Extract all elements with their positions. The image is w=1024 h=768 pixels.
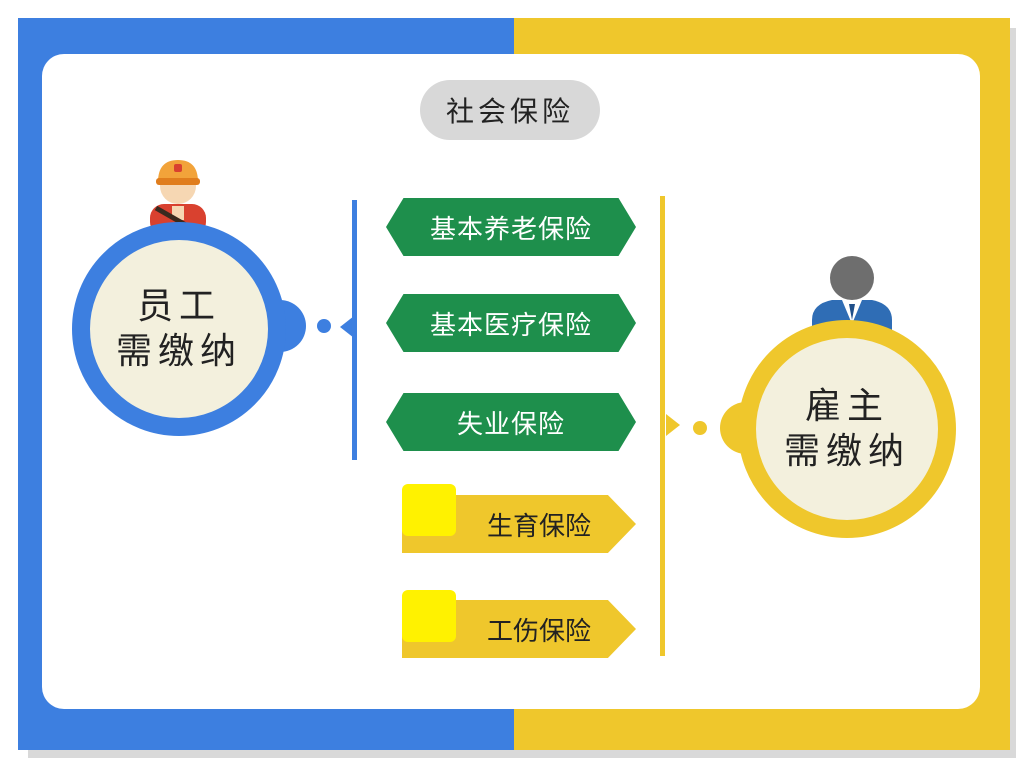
left-arrow-icon [340, 316, 354, 338]
employer-line2: 需缴纳 [783, 431, 910, 472]
employee-bracket-line [352, 200, 357, 460]
employer-line1: 雇主 [804, 386, 889, 427]
insurance-tag-pension: 基本养老保险 [386, 198, 636, 256]
employee-circle: 员工 需缴纳 [72, 222, 286, 436]
employee-connector-dot [317, 319, 331, 333]
employer-bracket-line [660, 196, 665, 656]
employer-circle: 雇主 需缴纳 [738, 320, 956, 538]
insurance-tag-medical: 基本医疗保险 [386, 294, 636, 352]
right-arrow-icon [666, 414, 680, 436]
insurance-tag-unemployment: 失业保险 [386, 393, 636, 451]
diagram-title: 社会保险 [420, 80, 600, 140]
employee-line1: 员工 [136, 286, 221, 327]
maternity-marker-box [402, 484, 456, 536]
employee-line2: 需缴纳 [115, 331, 242, 372]
injury-marker-box [402, 590, 456, 642]
employer-connector-dot [693, 421, 707, 435]
